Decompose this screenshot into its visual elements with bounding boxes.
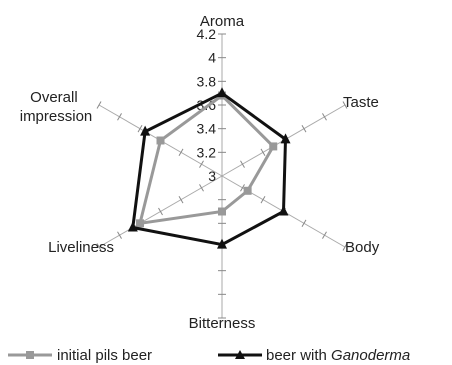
legend: initial pils beer beer with Ganoderma bbox=[8, 347, 410, 364]
legend-item-initial-pils-beer: initial pils beer bbox=[8, 347, 152, 364]
data-point-overall-impression bbox=[156, 136, 165, 145]
axis-label-aroma: Aroma bbox=[200, 13, 245, 30]
tick-mark bbox=[322, 231, 327, 239]
legend-marker-triangle bbox=[235, 350, 245, 359]
tick-label-4: 3.8 bbox=[197, 73, 217, 89]
tick-mark bbox=[260, 195, 266, 204]
legend-label-beer-with-ganoderma: beer with Ganoderma bbox=[266, 347, 410, 364]
series-markers-beer-with-ganoderma bbox=[127, 87, 291, 249]
tick-mark bbox=[117, 231, 122, 239]
tick-mark bbox=[178, 195, 184, 204]
legend-marker-square bbox=[26, 351, 34, 359]
tick-mark bbox=[96, 101, 102, 109]
tick-mark bbox=[342, 101, 348, 109]
tick-mark bbox=[322, 113, 327, 121]
axis-label-taste: Taste bbox=[343, 94, 379, 111]
tick-mark bbox=[301, 219, 307, 228]
series-beer-with-ganoderma bbox=[127, 87, 291, 249]
radar-axis-labels: Aroma Taste Body Bitterness Liveliness O… bbox=[20, 13, 380, 332]
axis-label-overall-line1: Overall bbox=[30, 89, 78, 106]
tick-mark bbox=[199, 160, 204, 168]
tick-mark bbox=[240, 184, 245, 192]
legend-item-beer-with-ganoderma: beer with Ganoderma bbox=[218, 347, 410, 364]
tick-label-0: 3 bbox=[208, 168, 216, 184]
tick-label-5: 4 bbox=[208, 50, 216, 66]
tick-mark bbox=[342, 243, 348, 251]
legend-label-prefix: beer with bbox=[266, 347, 331, 364]
data-point-bitterness bbox=[218, 207, 226, 216]
tick-mark bbox=[178, 148, 184, 157]
tick-mark bbox=[199, 184, 204, 192]
data-point-liveliness bbox=[127, 221, 138, 232]
axis-label-overall-impression: Overall impression bbox=[20, 89, 93, 125]
data-point-taste bbox=[280, 133, 291, 144]
data-point-aroma bbox=[217, 87, 227, 98]
tick-mark bbox=[117, 113, 122, 121]
axis-label-overall-line2: impression bbox=[20, 108, 93, 125]
data-point-body bbox=[243, 186, 252, 195]
axis-label-bitterness: Bitterness bbox=[189, 315, 256, 332]
legend-label-italic: Ganoderma bbox=[331, 347, 410, 364]
tick-mark bbox=[158, 207, 163, 216]
tick-label-2: 3.4 bbox=[197, 121, 217, 137]
axis-label-liveliness: Liveliness bbox=[48, 239, 114, 256]
radar-spokes bbox=[98, 34, 346, 318]
data-point-taste bbox=[269, 142, 278, 151]
data-point-body bbox=[278, 205, 289, 216]
data-point-liveliness bbox=[136, 219, 145, 228]
data-point-bitterness bbox=[217, 238, 227, 249]
tick-mark bbox=[240, 160, 245, 168]
tick-label-1: 3.2 bbox=[197, 144, 217, 160]
tick-mark bbox=[137, 124, 143, 133]
tick-mark bbox=[301, 124, 307, 133]
tick-label-6: 4.2 bbox=[197, 26, 217, 42]
tick-mark bbox=[260, 148, 266, 157]
legend-label-initial-pils-beer: initial pils beer bbox=[57, 347, 152, 364]
data-point-overall-impression bbox=[140, 125, 151, 136]
axis-label-body: Body bbox=[345, 239, 380, 256]
tick-mark bbox=[96, 243, 102, 251]
